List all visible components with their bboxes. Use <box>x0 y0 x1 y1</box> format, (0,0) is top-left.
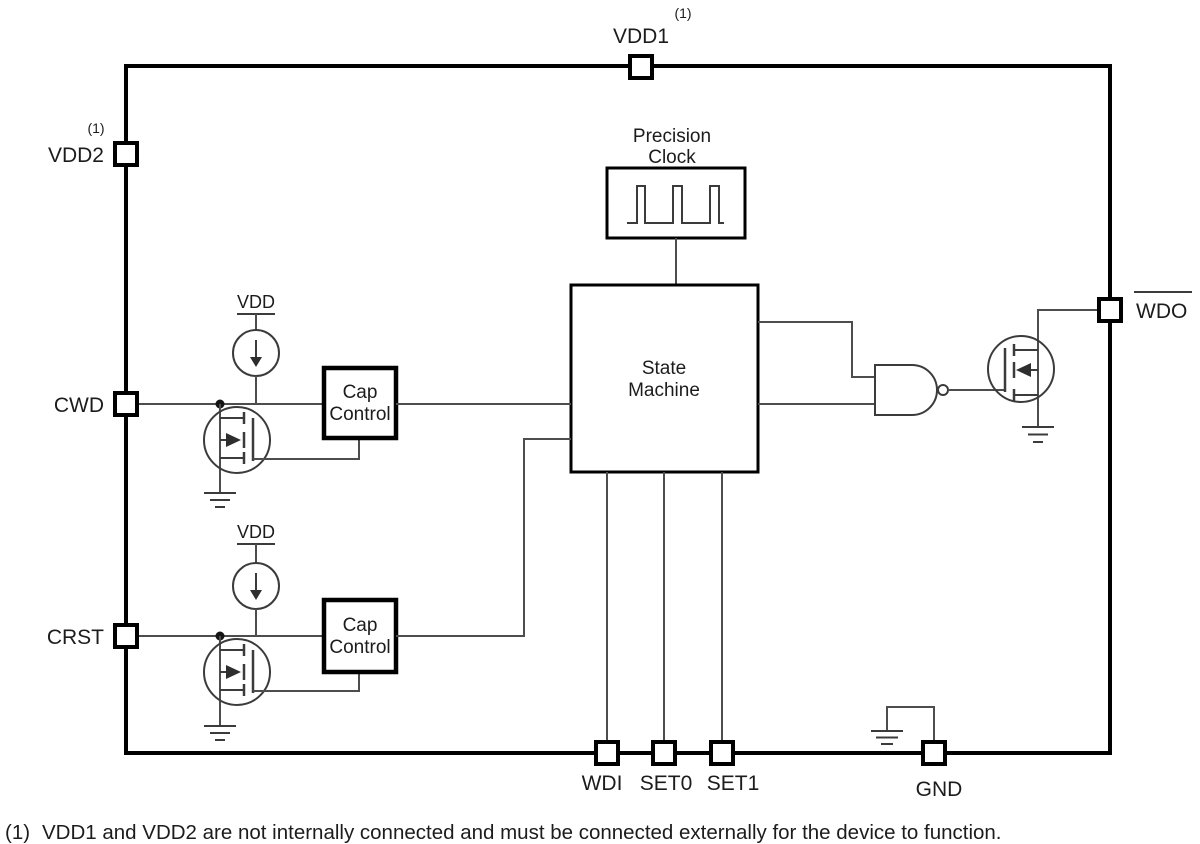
mosfet-arrow-icon <box>1016 363 1031 377</box>
pin-set0 <box>651 740 677 766</box>
state-machine-label-line1: State <box>642 358 686 379</box>
precision-clock-box <box>605 166 747 240</box>
ground-symbol-gnd <box>871 730 903 745</box>
precision-clock-label-line1: Precision <box>633 126 711 147</box>
mosfet-body-circle <box>987 335 1055 403</box>
crst-section: VDD Cap Control <box>139 438 571 741</box>
cap-control-label-line2-crst: Control <box>329 637 390 658</box>
pin-label-wdi: WDI <box>582 772 623 795</box>
cap-control-box-cwd <box>321 365 399 441</box>
nand-inverter-bubble <box>937 384 949 396</box>
pin-vdd1 <box>628 54 654 80</box>
current-source-arrow-crst <box>250 590 262 600</box>
pin-vdd2 <box>113 141 139 167</box>
vdd-rail-label-cwd: VDD <box>237 292 275 312</box>
state-machine-block: State Machine <box>569 283 760 474</box>
wire-mosfet-drain-source <box>1037 309 1097 427</box>
ground-symbol-cwd <box>204 492 236 508</box>
pin-label-gnd: GND <box>916 778 963 801</box>
pin-label-set1: SET1 <box>707 772 760 795</box>
pin-gnd <box>921 740 947 766</box>
cap-control-label-line1-crst: Cap <box>343 615 378 636</box>
pin-label-set0: SET0 <box>640 772 693 795</box>
ground-symbol-output <box>1022 426 1054 443</box>
pin-labels: VDD1 (1) VDD2 (1) CWD CRST WDO WDI SET0 … <box>47 5 1192 801</box>
cwd-section: VDD Cap Control <box>139 292 571 508</box>
crst-mosfet <box>203 636 271 741</box>
clock-waveform-icon <box>627 185 724 224</box>
wire-capcontrol-to-gate-cwd <box>253 438 360 460</box>
pin-crst <box>113 623 139 649</box>
package-pins <box>113 54 1123 766</box>
mosfet-body-circle-crst <box>203 638 271 706</box>
pin-label-crst: CRST <box>47 626 104 649</box>
pin-label-vdd1: VDD1 <box>613 25 669 48</box>
precision-clock-block: Precision Clock <box>605 126 747 285</box>
cap-control-label-line1-cwd: Cap <box>343 382 378 403</box>
current-source-arrow-cwd <box>250 357 262 367</box>
footnote-text: VDD1 and VDD2 are not internally connect… <box>42 821 1002 844</box>
pin-set1 <box>709 740 735 766</box>
mosfet-arrow-icon-crst <box>226 665 241 679</box>
pin-label-vdd2: VDD2 <box>48 144 104 167</box>
pin-cwd <box>113 391 139 417</box>
wire-capcontrol-to-statemachine-crst <box>396 438 571 637</box>
wire-capcontrol-to-gate-crst <box>253 672 360 692</box>
state-machine-box <box>569 283 760 474</box>
cap-control-label-line2-cwd: Control <box>329 404 390 425</box>
output-mosfet <box>987 309 1097 443</box>
wire-statemachine-to-nand-top <box>758 321 875 378</box>
footnote: (1) VDD1 and VDD2 are not internally con… <box>5 821 1002 844</box>
mosfet-arrow-icon-cwd <box>226 433 241 447</box>
state-machine-label-line2: Machine <box>628 380 700 401</box>
pin-note-vdd1: (1) <box>674 5 691 21</box>
pin-wdo <box>1097 297 1123 323</box>
output-path <box>758 309 1097 443</box>
wire-gnd-tie <box>886 706 935 742</box>
footnote-marker: (1) <box>5 821 30 844</box>
gnd-section <box>871 706 935 745</box>
vdd-rail-label-crst: VDD <box>237 522 275 542</box>
mosfet-body-circle-cwd <box>203 406 271 474</box>
pin-note-vdd2: (1) <box>87 120 104 136</box>
cwd-mosfet <box>203 404 271 508</box>
nand-gate <box>874 364 938 416</box>
pin-label-wdo: WDO <box>1136 300 1187 323</box>
pin-label-cwd: CWD <box>54 394 104 417</box>
precision-clock-label-line2: Clock <box>648 147 696 168</box>
ground-symbol-crst <box>204 725 236 741</box>
pin-wdi <box>594 740 620 766</box>
cap-control-box-crst <box>321 597 399 675</box>
